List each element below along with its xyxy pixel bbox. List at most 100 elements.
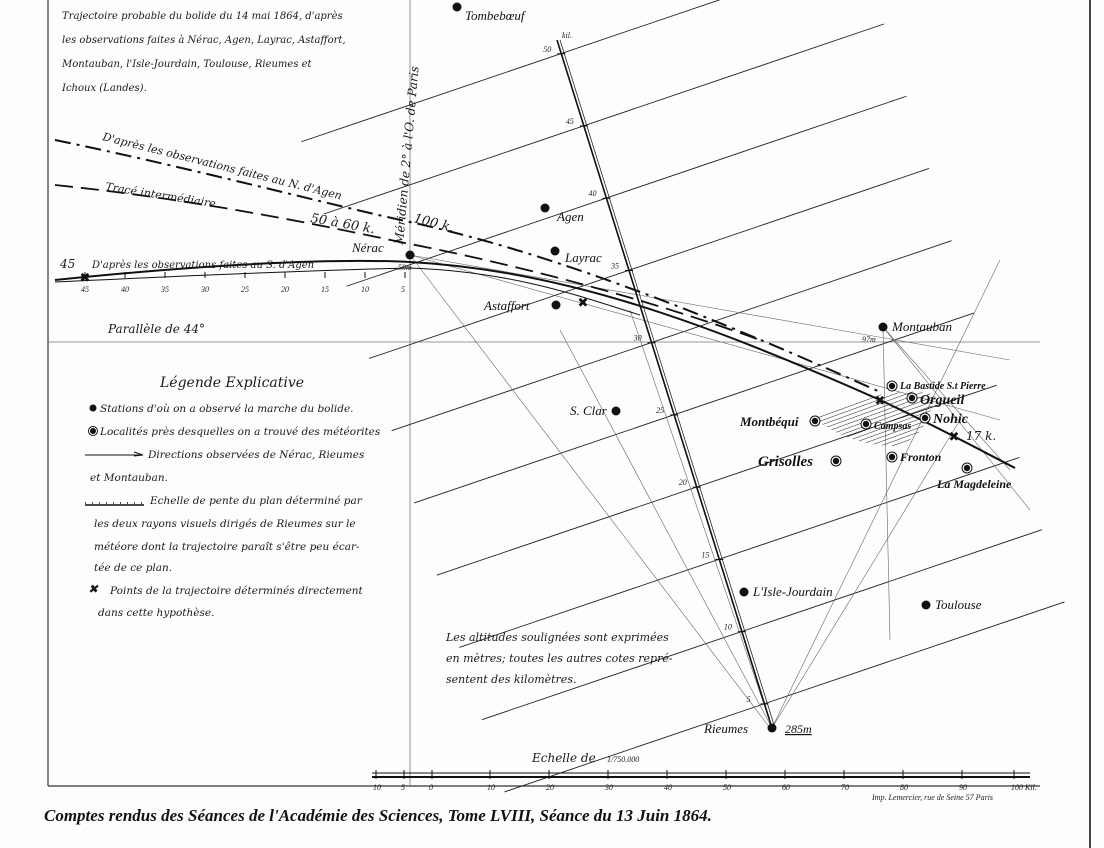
station-dot-icon (921, 600, 931, 610)
trajectory-tick-label: 30 (200, 285, 209, 294)
meteorite-site-dot (908, 394, 916, 402)
contour-line (368, 168, 930, 359)
altitude-montauban: 97m (862, 335, 876, 344)
contour-line (346, 95, 907, 287)
legend-item: Directions observées de Nérac, Rieumes (147, 449, 365, 461)
title-note-line: Ichoux (Landes). (61, 83, 147, 94)
title-note: Trajectoire probable du bolide du 14 mai… (61, 11, 346, 94)
slope-tick-label: 20 (679, 478, 687, 487)
scale-tick-label: 50 (723, 783, 731, 792)
station-label: Layrac (564, 250, 602, 265)
scale-tick-label: 90 (959, 783, 967, 792)
meteorite-site-dot (862, 420, 870, 428)
meteorite-site-label: Grisolles (758, 454, 813, 470)
meteorite-site-label: Nohic (932, 412, 969, 427)
legend-item: Localités près desquelles on a trouvé de… (99, 426, 381, 438)
scale-tick-label: 30 (604, 783, 613, 792)
station-dot-icon (89, 404, 97, 412)
legend-item: et Montauban. (90, 472, 168, 484)
direction-ray (409, 254, 1011, 361)
trajectory-south (54, 259, 1016, 469)
contour-line (459, 457, 1020, 648)
trajectory-tick-label: 45 (81, 285, 89, 294)
station-label: Agen (556, 209, 584, 224)
scale-tick-label: 60 (782, 783, 790, 792)
slope-tick-label: 35 (610, 261, 619, 270)
scale-tick-label: 10 (373, 783, 381, 792)
imprint: Imp. Lemercier, rue de Seine 57 Paris (871, 793, 993, 802)
station-label: Nérac (351, 240, 384, 255)
meteorite-site-label: Fronton (899, 450, 942, 464)
contour-line (323, 23, 885, 215)
trajectory-south-inner (54, 267, 641, 316)
meteorite-site-label: Campsas (874, 421, 911, 432)
slope-plane-contours (301, 0, 1065, 793)
parallel-label: Parallèle de 44° (107, 322, 205, 336)
contour-line (414, 312, 975, 504)
station-label: Astaffort (483, 298, 530, 313)
trajectory-tick-label: 10 (361, 285, 369, 294)
contour-line (301, 0, 721, 143)
station-label: L'Isle-Jourdain (752, 584, 833, 599)
altitude-rieumes: 285m (785, 722, 812, 736)
station-label: Rieumes (703, 721, 748, 736)
station-label: Toulouse (935, 597, 982, 612)
fall-zone-hatching (815, 391, 935, 446)
legend-title: Légende Explicative (159, 375, 304, 391)
altitude-nerac: 59m (398, 263, 412, 272)
station-dot-icon (551, 300, 561, 310)
trajectory-tick-label: 40 (121, 285, 129, 294)
scale-tick-label: 10 (487, 783, 495, 792)
contour-line (391, 240, 952, 432)
direction-ray (882, 326, 1011, 471)
trajectory-intermediate-label: Tracé intermédiaire (105, 180, 218, 210)
trajectory-point-icon: ✖ (80, 270, 91, 285)
scale-tick-label: 100 Kil. (1011, 783, 1037, 792)
title-note-line: Montauban, l'Isle-Jourdain, Toulouse, Ri… (61, 59, 313, 70)
trajectory-tick-label: 20 (281, 285, 289, 294)
trajectory-point-icon: ✖ (578, 295, 589, 310)
trajectory-point-icon: ✖ (875, 393, 886, 408)
scale-tick-label: 80 (900, 783, 908, 792)
legend-item: Echelle de pente du plan déterminé par (149, 495, 363, 507)
slope-tick-label: 40 (588, 189, 596, 198)
legend-item: Stations d'où on a observé la marche du … (100, 403, 354, 415)
station-dot-icon (611, 406, 621, 416)
station-label: Tombebœuf (465, 8, 527, 23)
scale-tick-label: 70 (841, 783, 849, 792)
meteorite-site-dot (811, 417, 819, 425)
slope-tick-label: 15 (701, 550, 709, 559)
trajectory-north (54, 139, 881, 393)
station-label: S. Clar (570, 403, 608, 418)
observed-directions (409, 254, 1031, 729)
trajectory-point-icon: ✖ (88, 582, 99, 596)
meteorite-site-label: La Magdeleine (936, 477, 1012, 491)
title-note-line: Trajectoire probable du bolide du 14 mai… (62, 11, 343, 22)
trajectory-south-label: D'après les observations faites au S. d'… (91, 260, 314, 271)
meteorite-site-label: La Bastide S.t Pierre (899, 381, 986, 392)
legend-item: Points de la trajectoire déterminés dire… (109, 585, 364, 597)
meteorite-site-dot (832, 457, 840, 465)
meteorite-site-label: Orgueil (920, 393, 964, 408)
slope-tick-label: 45 (566, 117, 574, 126)
slope-tick-label: 5 (746, 695, 750, 704)
legend-item: tée de ce plan. (94, 562, 172, 574)
direction-ray (409, 254, 771, 729)
note-line: sentent des kilomètres. (446, 673, 576, 686)
places: TombebœufAgenLayracNéracAstaffortMontaub… (80, 2, 1012, 736)
altitude-100k: 100 k. (412, 211, 455, 235)
scale-tick-label: 20 (546, 783, 554, 792)
direction-ray (629, 309, 773, 729)
trajectory-tick-label: 25 (241, 285, 249, 294)
contour-line (504, 601, 1065, 793)
trajectory-tick-label: 35 (160, 285, 169, 294)
station-dot-icon (739, 587, 749, 597)
direction-ray (771, 419, 961, 729)
slope-scale-unit: kil. (562, 31, 572, 40)
trajectory-tick-label: 5 (401, 285, 405, 294)
legend: Légende Explicative Stations d'où on a o… (85, 375, 381, 619)
scale-tick-label: 40 (664, 783, 672, 792)
